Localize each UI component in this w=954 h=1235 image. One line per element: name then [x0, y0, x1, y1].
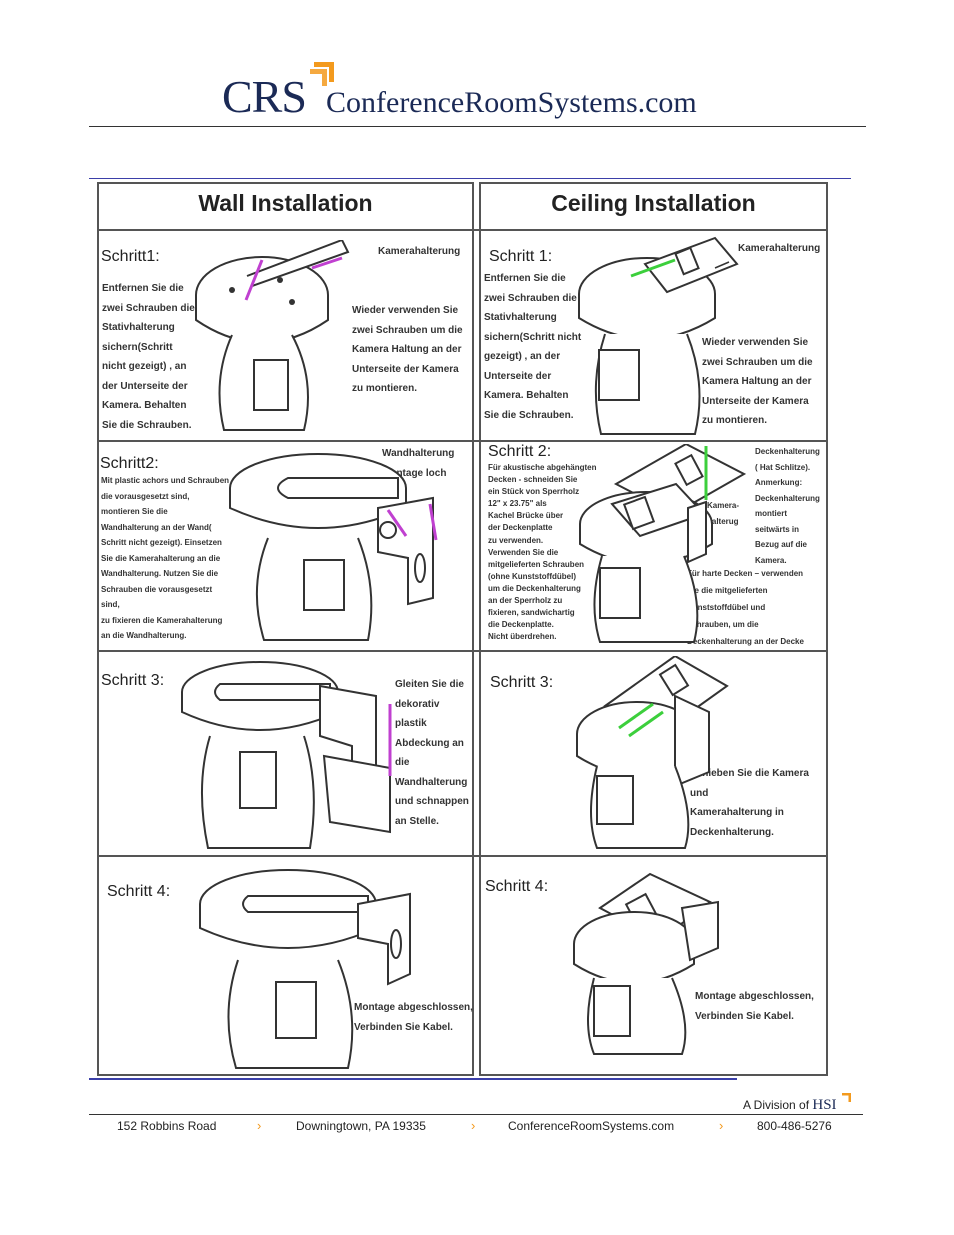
ceiling-step4-text: Montage abgeschlossen,Verbinden Sie Kabe…	[695, 991, 814, 1022]
camera-ceiling-underside-illustration	[578, 236, 739, 435]
footer-separator-icon: ›	[257, 1118, 262, 1133]
camera-wall-mount-illustration	[229, 453, 438, 641]
footer-city: Downingtown, PA 19335	[296, 1119, 426, 1133]
logo-crs-text: CRS	[222, 71, 307, 122]
camera-complete-ceiling-illustration	[573, 872, 719, 1055]
division-label: A Division of HSI	[743, 1097, 837, 1114]
wall-step2-label: Schritt2:	[100, 455, 159, 472]
camera-ceiling-mount-illustration	[579, 444, 746, 643]
ceiling-step2-label: Schritt 2:	[488, 443, 552, 460]
footer-divider	[89, 1114, 863, 1115]
hsi-bracket-icon	[842, 1093, 851, 1102]
footer-separator-icon: ›	[471, 1118, 476, 1133]
crs-logo: CRS ConferenceRoomSystems.com	[222, 58, 742, 128]
row-divider-3	[97, 855, 828, 857]
logo-bracket-icon	[310, 62, 334, 86]
wall-installation-title: Wall Installation	[198, 190, 373, 216]
title-row-divider	[97, 229, 828, 231]
header-divider	[89, 126, 866, 127]
camera-complete-wall-illustration	[199, 869, 411, 1069]
row-divider-1	[97, 440, 828, 442]
footer-website-link[interactable]: ConferenceRoomSystems.com	[508, 1119, 675, 1133]
logo-site-name: ConferenceRoomSystems.com	[326, 86, 697, 119]
column-divider	[472, 182, 481, 1076]
wall-step4-text: Montage abgeschlossen,Verbinden Sie Kabe…	[354, 1002, 473, 1033]
wall-step1-label: Schritt1:	[101, 248, 160, 265]
row-divider-2	[97, 650, 828, 652]
camera-underside-illustration	[195, 240, 350, 431]
footer-address: 152 Robbins Road	[117, 1119, 217, 1133]
hsi-logo-text: HSI	[812, 1097, 837, 1113]
blue-divider-bottom	[89, 1078, 737, 1080]
wall-step4-label: Schritt 4:	[107, 883, 171, 900]
blue-divider-top	[89, 178, 851, 179]
footer-phone[interactable]: 800-486-5276	[757, 1119, 832, 1133]
ceiling-step3-label: Schritt 3:	[490, 674, 554, 691]
division-prefix: A Division of	[743, 1098, 810, 1112]
ceiling-step2-note: Deckenhalterung( Hat Schlitze).Anmerkung…	[755, 447, 820, 565]
ceiling-step1-label: Schritt 1:	[489, 248, 553, 265]
ceiling-step4-label: Schritt 4:	[485, 878, 549, 895]
footer-separator-icon: ›	[719, 1118, 724, 1133]
camera-cover-illustration	[181, 661, 392, 849]
wall-step3-label: Schritt 3:	[101, 672, 165, 689]
ceiling-step1-bracket-label: Kamerahalterung	[738, 243, 821, 254]
ceiling-step2-camera-bracket-label: Kamera-halterug	[707, 501, 740, 526]
wall-step1-bracket-label: Kamerahalterung	[378, 246, 461, 257]
ceiling-installation-title: Ceiling Installation	[551, 190, 756, 216]
camera-ceiling-slide-illustration	[576, 656, 729, 849]
